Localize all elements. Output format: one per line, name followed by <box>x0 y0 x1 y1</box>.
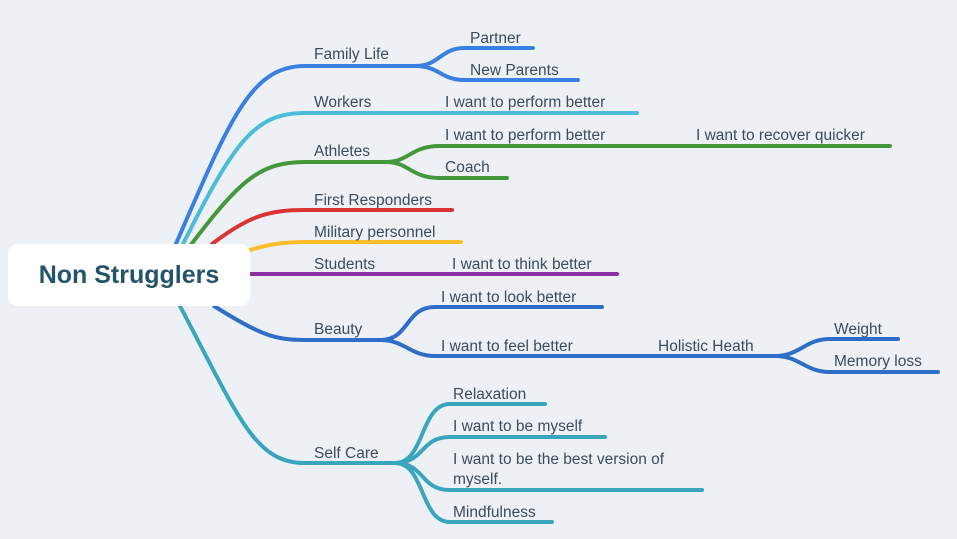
node-think-better[interactable]: I want to think better <box>452 256 592 273</box>
branch-beauty: Beauty I want to look better I want to f… <box>212 289 940 374</box>
branch-workers: Workers I want to perform better <box>180 94 639 248</box>
node-be-myself[interactable]: I want to be myself <box>453 418 583 435</box>
branch-athletes: Athletes I want to perform better I want… <box>188 127 892 248</box>
branch-military: Military personnel <box>248 224 463 252</box>
node-new-parents[interactable]: New Parents <box>470 62 559 79</box>
root-node[interactable]: Non Strugglers <box>8 244 250 306</box>
node-best-version[interactable]: I want to be the best version of <box>453 451 665 468</box>
node-military-personnel[interactable]: Military personnel <box>314 224 435 241</box>
node-coach[interactable]: Coach <box>445 159 490 176</box>
node-family-life[interactable]: Family Life <box>314 46 389 63</box>
node-workers-perform[interactable]: I want to perform better <box>445 94 605 111</box>
branch-family-life: Family Life Partner New Parents <box>173 30 580 248</box>
branch-self-care: Self Care Relaxation I want to be myself… <box>178 304 704 524</box>
node-look-better[interactable]: I want to look better <box>441 289 576 306</box>
node-athletes-perform[interactable]: I want to perform better <box>445 127 605 144</box>
node-partner[interactable]: Partner <box>470 30 521 47</box>
node-athletes[interactable]: Athletes <box>314 143 370 160</box>
node-workers[interactable]: Workers <box>314 94 372 111</box>
node-students[interactable]: Students <box>314 256 375 273</box>
node-first-responders[interactable]: First Responders <box>314 192 432 209</box>
node-mindfulness[interactable]: Mindfulness <box>453 504 536 521</box>
node-feel-better[interactable]: I want to feel better <box>441 338 573 355</box>
branch-students: Students I want to think better <box>248 256 619 276</box>
node-memory-loss[interactable]: Memory loss <box>834 353 922 370</box>
branch-first-responders: First Responders <box>210 192 454 246</box>
node-recover-quicker[interactable]: I want to recover quicker <box>696 127 865 144</box>
node-relaxation[interactable]: Relaxation <box>453 386 526 403</box>
node-beauty[interactable]: Beauty <box>314 321 363 338</box>
node-self-care[interactable]: Self Care <box>314 445 379 462</box>
node-weight[interactable]: Weight <box>834 321 883 338</box>
node-best-version-line2[interactable]: myself. <box>453 471 502 488</box>
node-holistic-heath[interactable]: Holistic Heath <box>658 338 754 355</box>
